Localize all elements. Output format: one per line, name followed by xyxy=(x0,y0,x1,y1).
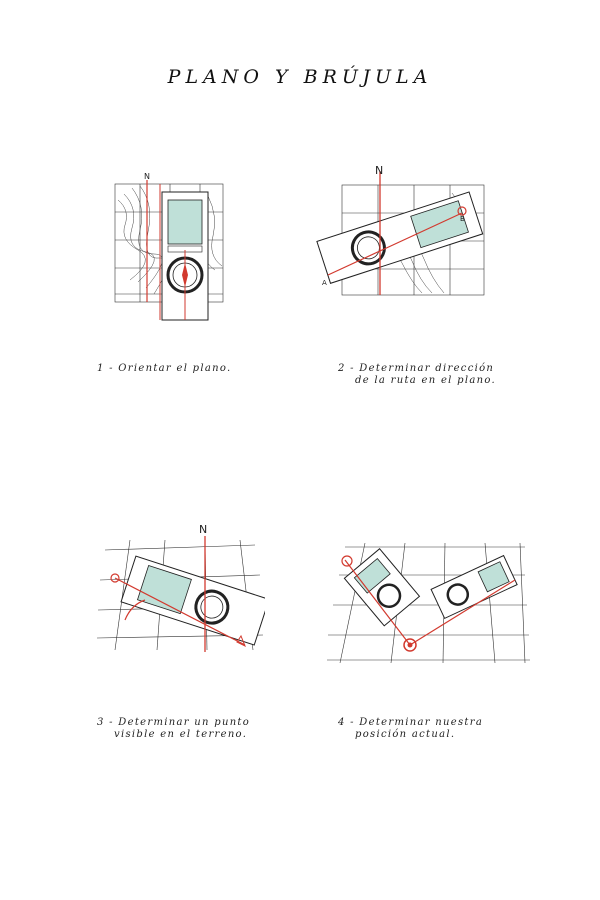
step-4-caption: 4 - Determinar nuestra posición actual. xyxy=(338,717,483,741)
step-2-caption: 2 - Determinar dirección de la ruta en e… xyxy=(338,363,496,387)
step-4-caption-line2: posición actual. xyxy=(355,729,456,740)
point-b-label: B xyxy=(460,215,465,223)
step-3-caption-line2: visible en el terreno. xyxy=(114,729,248,740)
north-label: N xyxy=(144,172,150,181)
step-1-caption-line1: 1 - Orientar el plano. xyxy=(97,363,232,374)
step-2-caption-line1: 2 - Determinar dirección xyxy=(338,363,495,374)
step-1-caption: 1 - Orientar el plano. xyxy=(97,363,232,375)
diagram-route-direction: N A B xyxy=(312,163,492,303)
diagram-current-position xyxy=(325,535,530,665)
diagram-visible-point: N xyxy=(95,520,265,660)
diagram-orient-map: N xyxy=(110,170,230,325)
page-title: PLANO Y BRÚJULA xyxy=(167,66,433,88)
step-4-caption-line1: 4 - Determinar nuestra xyxy=(338,717,484,728)
step-3-caption: 3 - Determinar un punto visible en el te… xyxy=(97,717,250,741)
step-2-caption-line2: de la ruta en el plano. xyxy=(355,375,496,386)
north-label: N xyxy=(375,164,383,177)
step-3-caption-line1: 3 - Determinar un punto xyxy=(97,717,251,728)
north-label: N xyxy=(199,523,207,536)
point-a-label: A xyxy=(322,279,327,287)
